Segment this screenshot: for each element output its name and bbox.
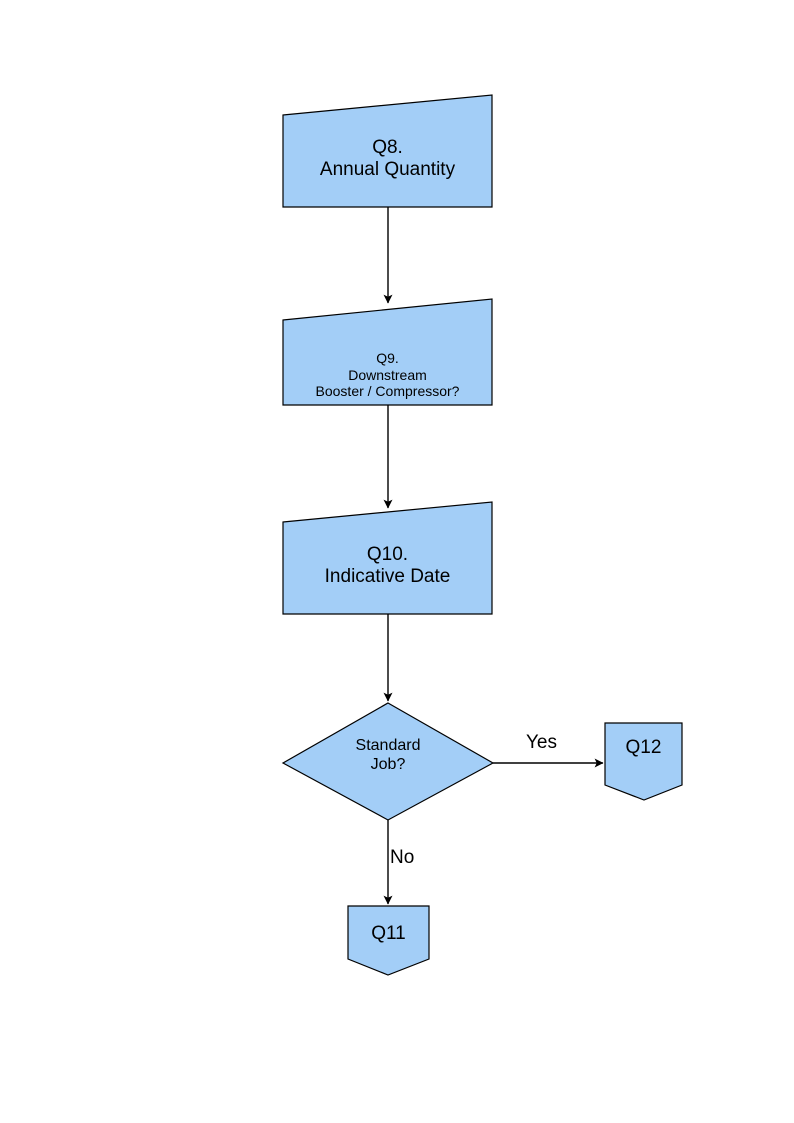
edge-label-yes: Yes — [526, 732, 557, 753]
node-q10-shape[interactable] — [282, 501, 493, 615]
node-q11-shape[interactable] — [347, 905, 430, 976]
node-q8-shape[interactable] — [282, 94, 493, 208]
node-q9-shape[interactable] — [282, 298, 493, 406]
edge-label-no: No — [390, 847, 415, 868]
node-decision-shape[interactable] — [281, 702, 495, 821]
node-q12-shape[interactable] — [604, 722, 683, 801]
